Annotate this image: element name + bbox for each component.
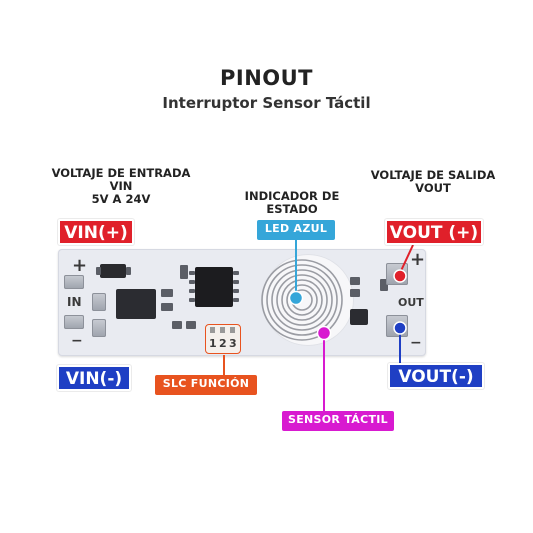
silk-minus-out: − (410, 335, 422, 351)
silk-in-label: IN (67, 295, 82, 309)
jumper-label-3: 3 (229, 337, 237, 350)
resistor (350, 289, 360, 297)
ic-pin (189, 289, 195, 293)
ic-pin (233, 298, 239, 302)
resistor (350, 277, 360, 285)
indicator-caption-line2: ESTADO (266, 202, 318, 216)
regulator-chip (116, 289, 156, 319)
silk-plus-in: + (72, 255, 88, 276)
indicator-caption-line1: INDICADOR DE (244, 189, 340, 203)
ic-pin (189, 298, 195, 302)
ic-pin (233, 271, 239, 275)
jumper-label-1: 1 (209, 337, 217, 350)
resistor (161, 289, 173, 297)
output-caption-line2: VOUT (415, 181, 451, 195)
mosfet-component (350, 309, 368, 325)
ic-pin (189, 271, 195, 275)
diode-lead (96, 267, 101, 275)
led-azul-tag: LED AZUL (257, 220, 335, 240)
vin-minus-tag: VIN(-) (57, 365, 131, 391)
resistor (186, 321, 196, 329)
vout-plus-marker (393, 269, 407, 283)
smd-pad (92, 319, 106, 337)
resistor (172, 321, 182, 329)
ic-pin (189, 280, 195, 284)
jumper-pad (230, 327, 235, 333)
input-caption-line2: VIN (109, 179, 133, 193)
silk-plus-out: + (410, 249, 426, 270)
status-indicator-caption: INDICADOR DE ESTADO (238, 190, 346, 216)
vout-plus-connector (399, 244, 414, 274)
output-caption-line1: VOLTAJE DE SALIDA (370, 168, 496, 182)
slc-jumper-block: 1 2 3 (205, 324, 241, 354)
input-caption-line3: 5V A 24V (91, 192, 151, 206)
silk-out-label: OUT (398, 296, 424, 309)
vin-plus-tag: VIN(+) (58, 219, 134, 245)
vout-minus-marker (393, 321, 407, 335)
sensor-tactil-tag: SENSOR TÁCTIL (282, 411, 394, 431)
silk-minus-in: − (71, 333, 83, 349)
slc-funcion-tag: SLC FUNCIÓN (155, 375, 257, 395)
jumper-label-2: 2 (219, 337, 227, 350)
control-ic (195, 267, 233, 307)
ic-pin (233, 289, 239, 293)
capacitor (380, 279, 388, 291)
smd-pad (92, 293, 106, 311)
vout-minus-tag: VOUT(-) (388, 363, 484, 389)
capacitor (180, 265, 188, 279)
vout-plus-tag: VOUT (+) (385, 219, 483, 245)
vin-plus-pad (64, 275, 84, 289)
spring-coil-icon (261, 259, 343, 341)
diode-lead (126, 267, 131, 275)
vin-minus-pad (64, 315, 84, 329)
output-voltage-caption: VOLTAJE DE SALIDA VOUT (366, 169, 500, 195)
resistor (161, 303, 173, 311)
input-voltage-caption: VOLTAJE DE ENTRADA VIN 5V A 24V (48, 167, 194, 206)
jumper-pad (210, 327, 215, 333)
led-marker (288, 290, 304, 306)
page-subtitle: Interruptor Sensor Táctil (162, 94, 371, 112)
page-title: PINOUT (219, 66, 313, 90)
jumper-pad (220, 327, 225, 333)
diode-component (100, 264, 126, 278)
ic-pin (233, 280, 239, 284)
touch-sensor-board: + IN − + OUT − 1 2 3 (58, 249, 426, 356)
sensor-marker (316, 325, 332, 341)
input-caption-line1: VOLTAJE DE ENTRADA (51, 166, 191, 180)
